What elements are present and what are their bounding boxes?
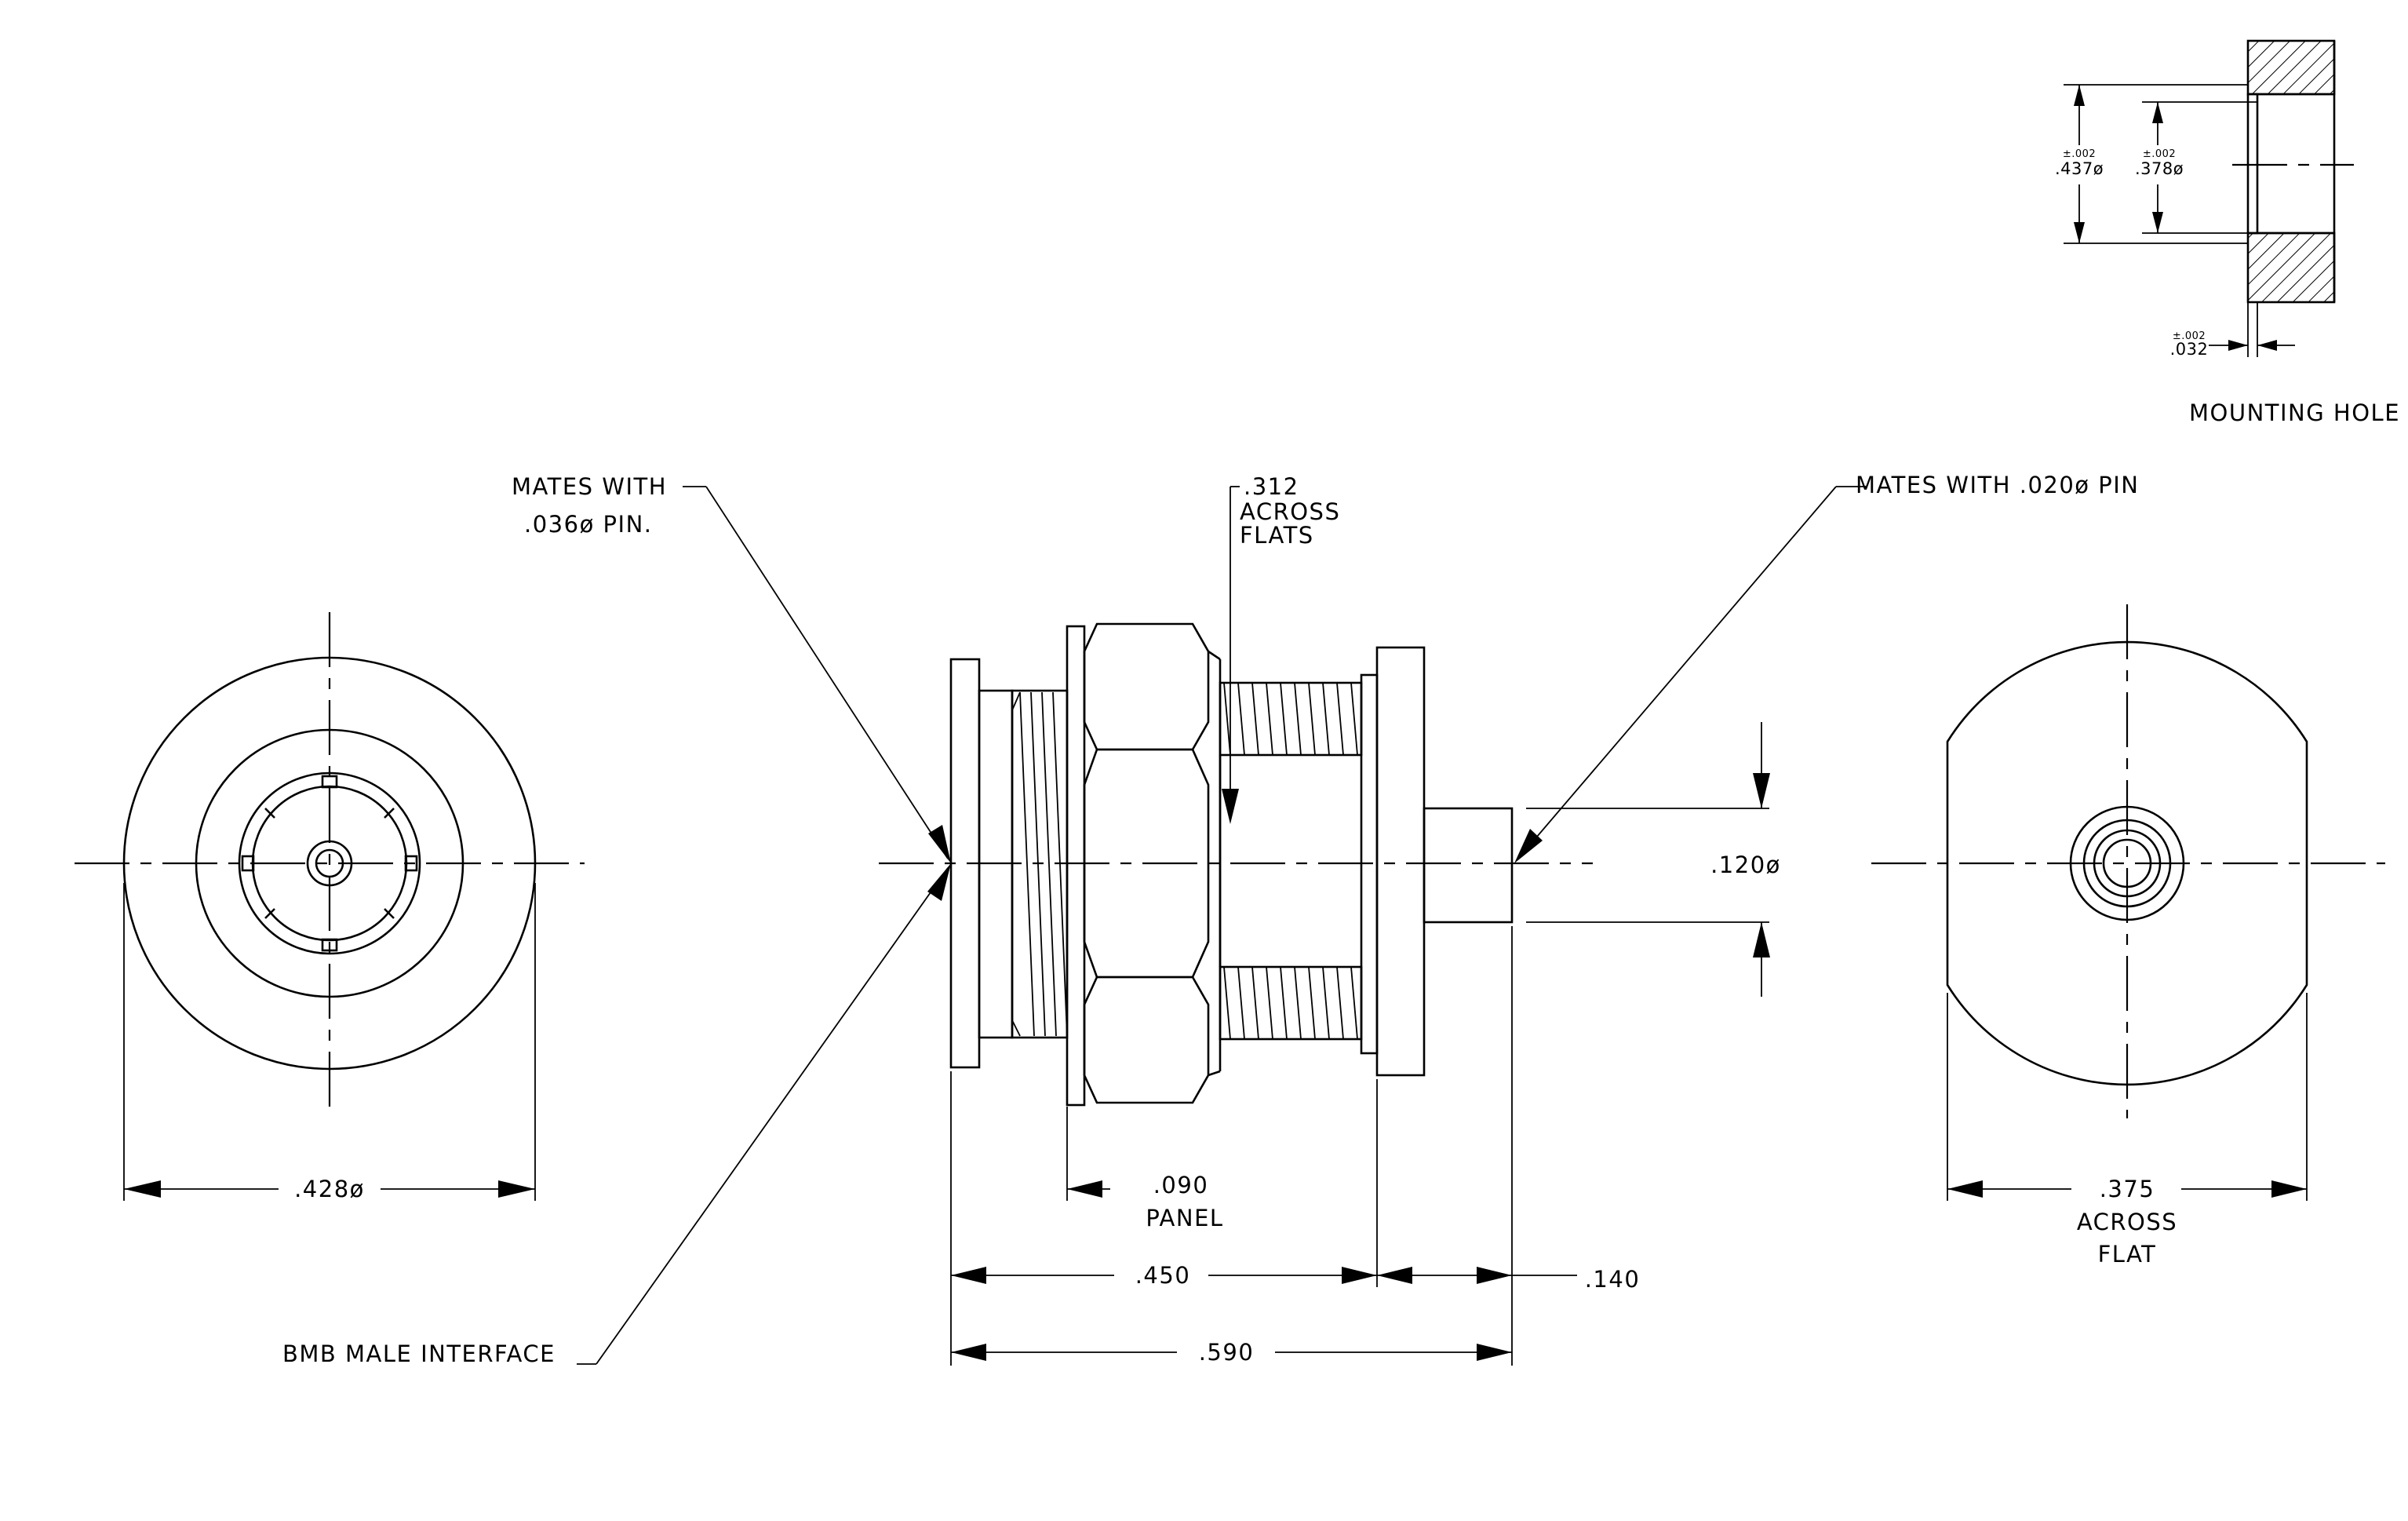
dim-panel-label: PANEL xyxy=(1146,1205,1223,1231)
dim-hole-032-tolerance: ±.002 xyxy=(2173,330,2206,342)
label-mates-with-line1: MATES WITH xyxy=(512,473,667,500)
label-mounting-hole: MOUNTING HOLE xyxy=(2189,399,2400,426)
dim-length-450: .450 xyxy=(1135,1262,1191,1289)
mounting-hole-detail: ±.002 .437ø ±.002 .378ø ±.002 .032 MOUNT… xyxy=(2055,39,2400,426)
dim-hole-032: .032 xyxy=(2170,340,2209,359)
dim-hole-378: .378ø xyxy=(2135,159,2184,178)
side-view: .120ø .090 PANEL .450 .140 .590 MATES WI… xyxy=(282,472,2140,1367)
dim-hole-378-tolerance: ±.002 xyxy=(2143,148,2176,160)
right-thread xyxy=(1223,682,1358,1040)
dim-flat-value: .375 xyxy=(2100,1176,2155,1202)
label-mates-pin: MATES WITH .020ø PIN xyxy=(1856,472,2140,498)
dim-hole-437-tolerance: ±.002 xyxy=(2063,148,2096,160)
dim-pin-diameter: .120ø xyxy=(1710,852,1781,878)
label-bmb-male-interface: BMB MALE INTERFACE xyxy=(282,1340,556,1367)
label-across-flats-line3: FLATS xyxy=(1240,522,1314,549)
dim-flat-label-line1: ACROSS xyxy=(2077,1209,2177,1235)
dim-length-140: .140 xyxy=(1585,1266,1641,1293)
rear-view: .375 ACROSS FLAT xyxy=(1871,604,2385,1268)
label-across-flats-line2: ACROSS xyxy=(1240,498,1340,525)
label-mates-with-line2: .036ø PIN. xyxy=(524,511,652,538)
front-view: .428ø xyxy=(75,612,585,1202)
dim-length-590: .590 xyxy=(1199,1339,1255,1366)
dim-panel-value: .090 xyxy=(1153,1172,1209,1198)
label-across-flats-value: .312 xyxy=(1244,473,1299,500)
dim-flat-label-line2: FLAT xyxy=(2098,1241,2157,1268)
dim-hole-437: .437ø xyxy=(2055,159,2104,178)
dim-front-diameter: .428ø xyxy=(294,1176,365,1202)
left-thread xyxy=(1011,691,1068,1037)
